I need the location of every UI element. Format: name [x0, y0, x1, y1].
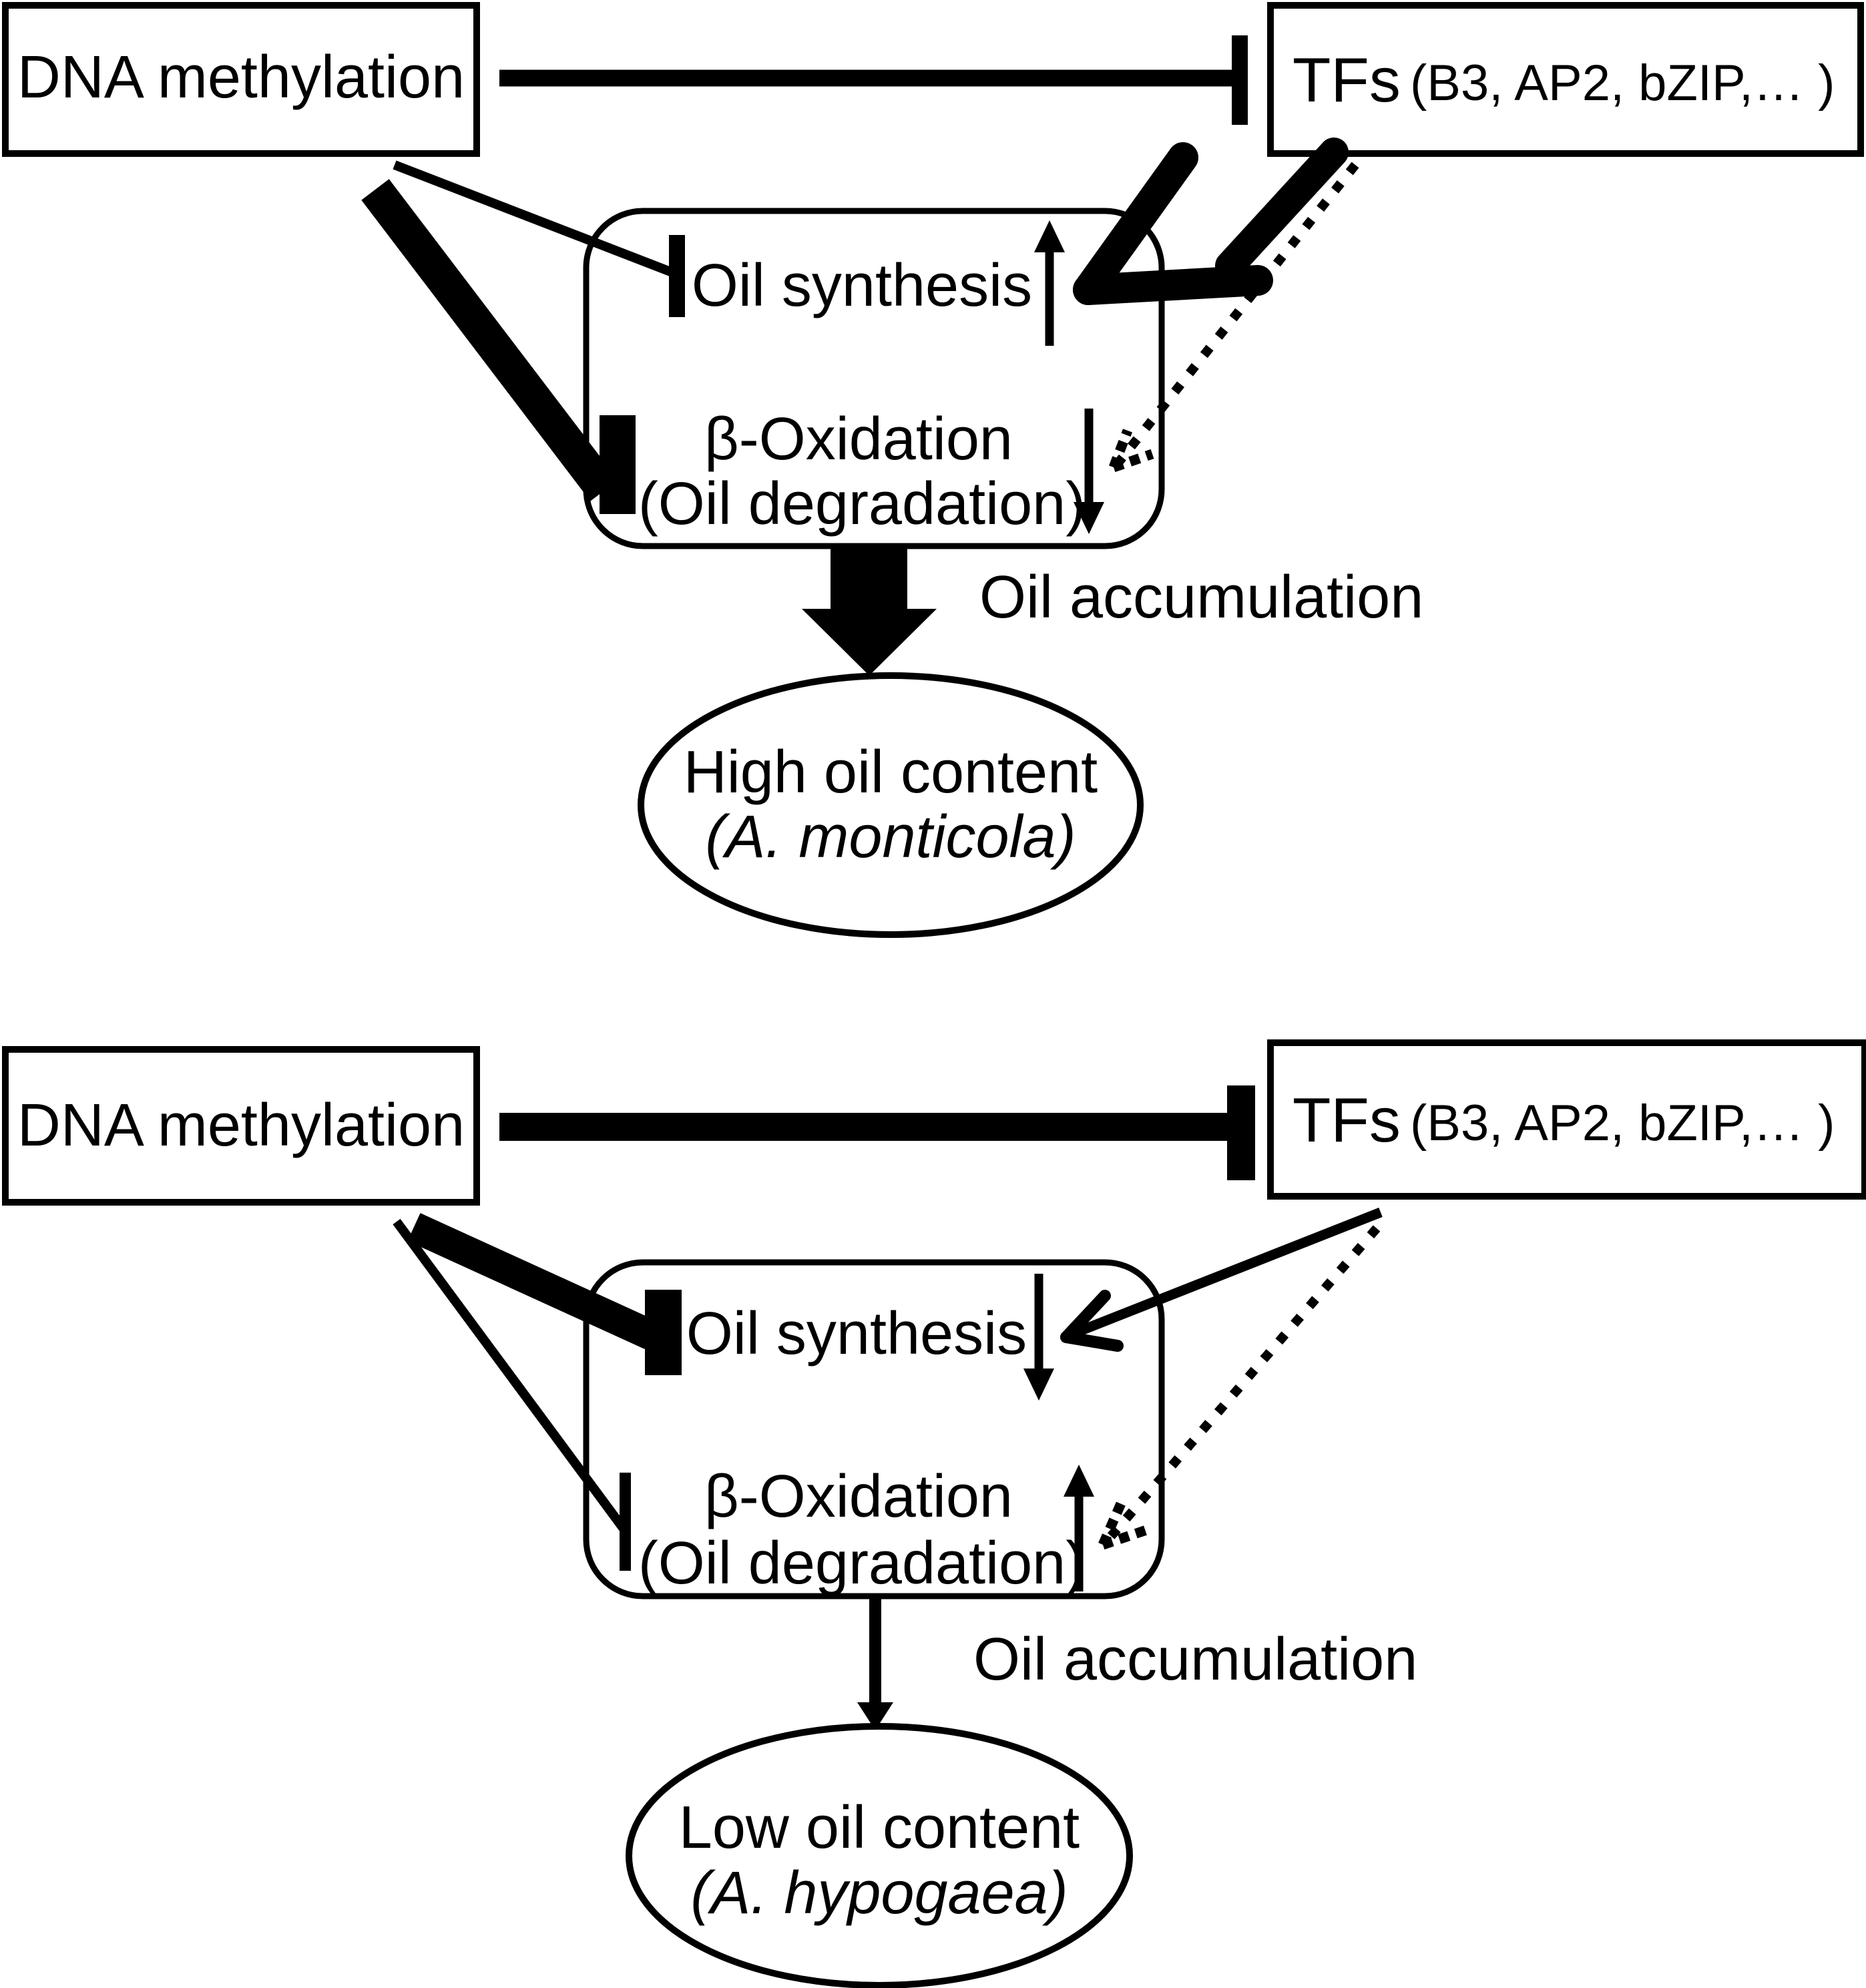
activation-arrow-shaft — [1074, 1208, 1383, 1337]
oil-accumulation-arrow-shaft — [869, 1595, 881, 1705]
dashed-arrow-tfs-to-beta-oxidation — [1108, 162, 1359, 473]
inhibition-edge-dna-to-oil-synthesis-bar — [645, 1290, 682, 1375]
inhibition-edge-dna-to-oil-synthesis-line — [393, 160, 678, 278]
inhibition-edge-dna-to-beta-oxidation-bar — [600, 415, 636, 514]
outcome-species-high-oil: (A. monticola) — [705, 804, 1076, 871]
trend-down-arrow-oil-synthesis — [1023, 1274, 1054, 1401]
trend-down-arrow-head — [1074, 502, 1104, 534]
beta-oxidation-sublabel: (Oil degradation) — [638, 471, 1086, 537]
tfs-box — [1267, 1039, 1866, 1200]
dna-methylation-label: DNA methylation — [17, 44, 465, 111]
trend-down-arrow-beta-oxidation — [1074, 409, 1104, 534]
diagram-low-oil: DNA methylation TFs (B3, AP2, bZIP,… ) O… — [2, 1039, 1866, 1988]
dashed-arrow-head-upper — [1098, 1499, 1126, 1547]
dna-methylation-label: DNA methylation — [17, 1092, 465, 1159]
outcome-label-high-oil: High oil content — [684, 739, 1098, 806]
inhibition-edge-dna-to-oil-synthesis — [393, 160, 685, 317]
inhibition-edge-dna-to-oil-synthesis-line — [407, 1213, 658, 1349]
outcome-ellipse-high-oil — [638, 672, 1144, 938]
oil-accumulation-label: Oil accumulation — [973, 1626, 1417, 1693]
oil-accumulation-arrow — [802, 545, 937, 676]
inhibition-edge-dna-to-beta-oxidation — [361, 179, 636, 514]
trend-up-arrow-beta-oxidation — [1064, 1465, 1094, 1591]
dna-methylation-box — [2, 1046, 480, 1206]
oil-accumulation-arrow — [857, 1595, 893, 1730]
outcome-species-low-oil: (A. hypogaea) — [690, 1860, 1068, 1927]
activation-arrow-head-upper — [1073, 142, 1198, 305]
dashed-arrow-head-lower — [1112, 449, 1154, 473]
tfs-label: TFs — [1293, 1085, 1401, 1155]
dashed-arrow-head-lower — [1101, 1525, 1148, 1550]
activation-arrow-head-lower — [1073, 265, 1273, 305]
dashed-arrow-tfs-to-beta-oxidation — [1098, 1225, 1381, 1550]
oil-accumulation-arrow-head — [802, 609, 937, 676]
activation-arrow-shaft — [1215, 138, 1349, 280]
dashed-arrow-line — [1115, 162, 1359, 465]
activation-arrow-head-lower — [1060, 1331, 1124, 1352]
trend-down-arrow-head — [1023, 1369, 1054, 1401]
inhibition-edge-dna-to-tfs-bar — [1232, 35, 1248, 125]
trend-up-arrow-oil-synthesis — [1034, 220, 1065, 346]
beta-oxidation-label: β-Oxidation — [704, 1463, 1013, 1530]
inhibition-edge-dna-to-tfs-bar — [1227, 1085, 1255, 1180]
outcome-label-low-oil: Low oil content — [679, 1794, 1080, 1861]
tfs-box — [1267, 2, 1864, 157]
oil-accumulation-label: Oil accumulation — [979, 564, 1423, 631]
diagram-high-oil: DNA methylation TFs (B3, AP2, bZIP,… ) O… — [2, 2, 1864, 938]
tfs-detail-label: (B3, AP2, bZIP,… ) — [1410, 1095, 1835, 1152]
oil-synthesis-label: Oil synthesis — [692, 252, 1032, 319]
inhibition-edge-dna-to-tfs — [499, 1085, 1255, 1180]
oil-accumulation-arrow-head — [857, 1702, 893, 1730]
inhibition-edge-dna-to-tfs — [499, 35, 1248, 125]
inhibition-edge-dna-to-oil-synthesis — [407, 1213, 682, 1375]
tfs-label: TFs — [1293, 45, 1401, 115]
oil-synthesis-label: Oil synthesis — [686, 1300, 1027, 1367]
dashed-arrow-line — [1104, 1225, 1381, 1543]
inhibition-edge-dna-to-beta-oxidation-line — [361, 179, 618, 501]
activation-arrow-head-upper — [1060, 1290, 1111, 1343]
beta-oxidation-label: β-Oxidation — [704, 406, 1013, 473]
inhibition-edge-dna-to-oil-synthesis-bar — [669, 235, 685, 317]
trend-up-arrow-head — [1064, 1465, 1094, 1497]
activation-arrow-tfs-to-oil-synthesis — [1073, 138, 1349, 305]
dashed-arrow-head-upper — [1108, 429, 1133, 469]
activation-arrow-tfs-to-oil-synthesis — [1060, 1208, 1383, 1352]
trend-up-arrow-head — [1034, 220, 1065, 252]
dna-methylation-box — [2, 2, 480, 157]
outcome-ellipse-low-oil — [626, 1723, 1133, 1988]
beta-oxidation-sublabel: (Oil degradation) — [638, 1530, 1086, 1597]
inhibition-edge-dna-to-beta-oxidation-bar — [620, 1473, 631, 1571]
oil-accumulation-arrow-shaft — [831, 545, 907, 610]
tfs-detail-label: (B3, AP2, bZIP,… ) — [1410, 55, 1835, 111]
